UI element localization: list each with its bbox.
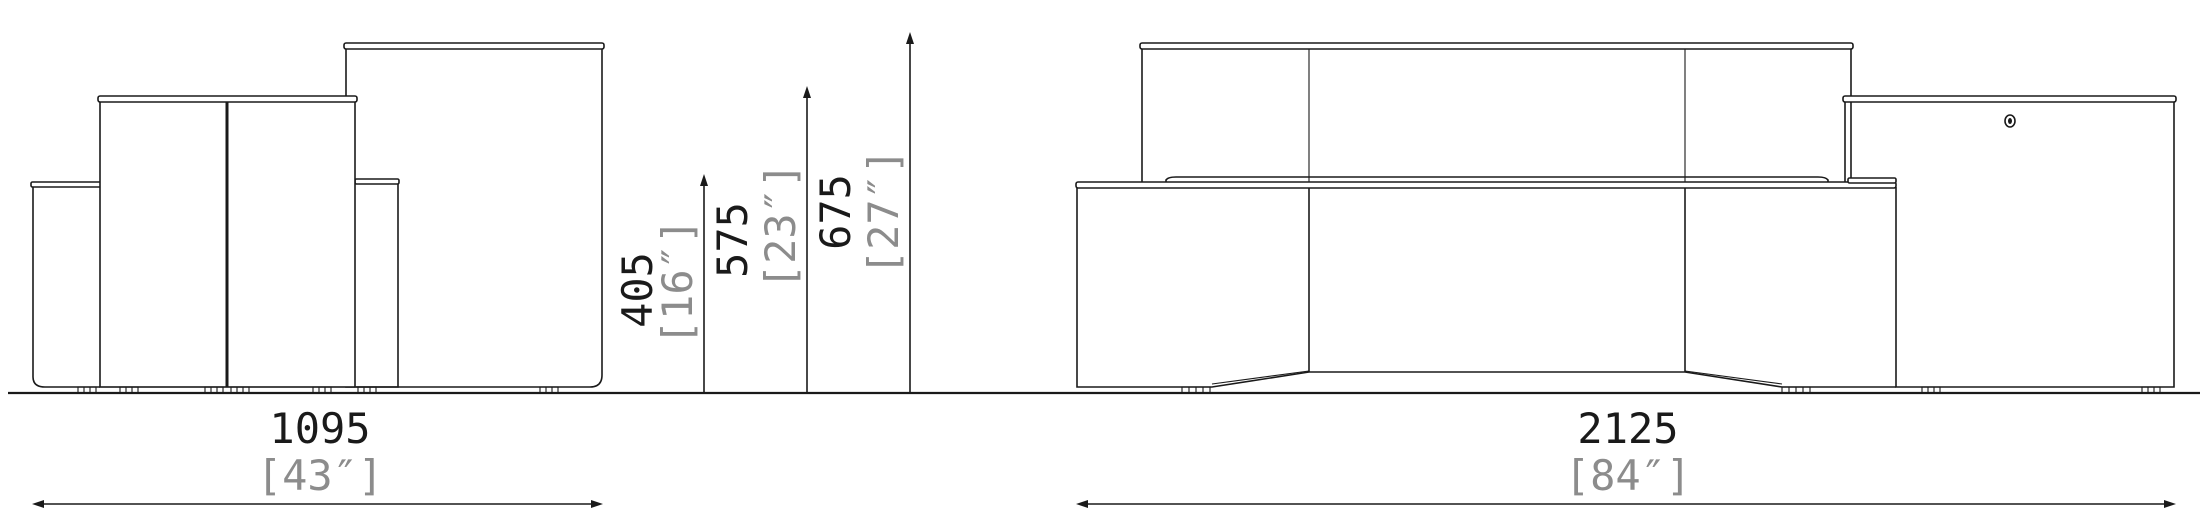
height-405-mm: 405 bbox=[613, 252, 662, 328]
height-575-inch: [23″] bbox=[756, 163, 805, 289]
height-dimension-575: 575 [23″] bbox=[708, 86, 811, 393]
width-1095-inch: [43″] bbox=[257, 451, 383, 500]
front-upper-panel bbox=[1139, 42, 1854, 184]
side-low-block-left bbox=[30, 181, 102, 388]
height-575-mm: 575 bbox=[708, 202, 757, 278]
height-dimension-405: 405 [16″] bbox=[613, 174, 708, 393]
side-low-block-right bbox=[354, 178, 400, 388]
height-dimension-675: 675 [27″] bbox=[811, 32, 914, 393]
height-405-inch: [16″] bbox=[653, 219, 702, 345]
side-middle-block bbox=[97, 95, 358, 388]
width-dimension-side: 1095 [43″] bbox=[32, 404, 603, 508]
front-view bbox=[1075, 42, 2177, 394]
height-675-inch: [27″] bbox=[859, 149, 908, 275]
side-tall-block bbox=[343, 42, 605, 388]
front-feet bbox=[1181, 386, 2161, 394]
width-2125-mm: 2125 bbox=[1577, 404, 1678, 453]
front-tray bbox=[1165, 176, 1829, 182]
front-counter-body bbox=[1076, 188, 1896, 388]
lock-icon bbox=[2004, 114, 2016, 128]
width-2125-inch: [84″] bbox=[1565, 451, 1691, 500]
width-1095-mm: 1095 bbox=[269, 404, 370, 453]
front-right-ledge bbox=[1847, 177, 1897, 184]
front-right-section bbox=[1842, 95, 2177, 388]
side-feet bbox=[77, 386, 559, 394]
width-dimension-front: 2125 [84″] bbox=[1076, 404, 2176, 508]
front-counter-top bbox=[1075, 181, 1897, 189]
side-view bbox=[30, 42, 605, 394]
height-675-mm: 675 bbox=[811, 174, 860, 250]
